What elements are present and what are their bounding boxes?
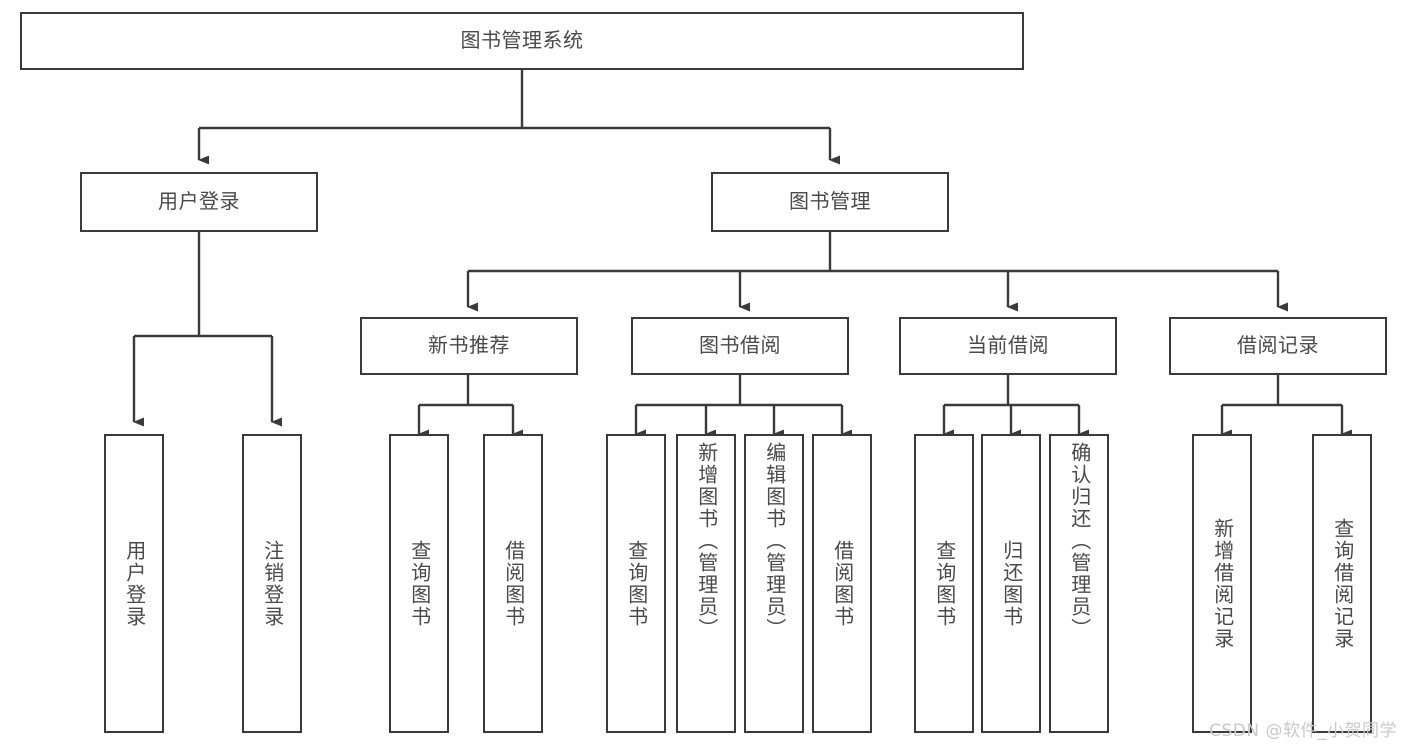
node-root-system[interactable]: 图书管理系统 [20, 12, 1024, 70]
node-user-login-label: 用户登录 [158, 189, 240, 214]
leaf-query-book-recommend[interactable]: 查询图书 [389, 434, 449, 733]
node-book-borrow-label: 图书借阅 [699, 333, 781, 358]
leaf-logout[interactable]: 注销登录 [242, 434, 302, 733]
leaf-borrow-book-recommend-label: 借阅图书 [501, 539, 526, 628]
leaf-query-book-borrow-label: 查询图书 [624, 539, 649, 628]
leaf-borrow-book-recommend[interactable]: 借阅图书 [483, 434, 543, 733]
node-borrow-record-label: 借阅记录 [1237, 333, 1319, 358]
leaf-borrow-book[interactable]: 借阅图书 [812, 434, 872, 733]
node-book-management-label: 图书管理 [789, 189, 871, 214]
node-book-borrow[interactable]: 图书借阅 [631, 317, 849, 375]
node-new-book-recommend[interactable]: 新书推荐 [360, 317, 578, 375]
node-user-login[interactable]: 用户登录 [80, 172, 318, 232]
leaf-user-login-label: 用户登录 [122, 539, 147, 628]
leaf-confirm-return-admin-label: 确认归还（管理员） [1067, 442, 1092, 640]
leaf-query-book-current-label: 查询图书 [932, 539, 957, 628]
leaf-edit-book-admin[interactable]: 编辑图书（管理员） [744, 434, 804, 733]
connectors [132, 70, 1352, 439]
node-current-borrow[interactable]: 当前借阅 [899, 317, 1117, 375]
leaf-query-book-borrow[interactable]: 查询图书 [606, 434, 666, 733]
leaf-add-borrow-record-label: 新增借阅记录 [1210, 517, 1235, 650]
node-borrow-record[interactable]: 借阅记录 [1169, 317, 1387, 375]
leaf-return-book-label: 归还图书 [999, 539, 1024, 628]
leaf-user-login[interactable]: 用户登录 [104, 434, 164, 733]
leaf-edit-book-admin-label: 编辑图书（管理员） [762, 442, 787, 640]
leaf-query-book-recommend-label: 查询图书 [407, 539, 432, 628]
leaf-confirm-return-admin[interactable]: 确认归还（管理员） [1049, 434, 1109, 733]
leaf-return-book[interactable]: 归还图书 [981, 434, 1041, 733]
leaf-borrow-book-label: 借阅图书 [830, 539, 855, 628]
node-root-system-label: 图书管理系统 [460, 28, 584, 53]
node-book-management[interactable]: 图书管理 [711, 172, 949, 232]
leaf-query-book-current[interactable]: 查询图书 [914, 434, 974, 733]
leaf-add-book-admin-label: 新增图书（管理员） [694, 442, 719, 640]
leaf-logout-label: 注销登录 [260, 539, 285, 628]
node-new-book-recommend-label: 新书推荐 [428, 333, 510, 358]
node-current-borrow-label: 当前借阅 [967, 333, 1049, 358]
leaf-add-book-admin[interactable]: 新增图书（管理员） [676, 434, 736, 733]
leaf-query-borrow-record[interactable]: 查询借阅记录 [1312, 434, 1372, 733]
leaf-add-borrow-record[interactable]: 新增借阅记录 [1192, 434, 1252, 733]
csdn-watermark: CSDN @软件_小贺同学 [1209, 721, 1397, 741]
leaf-query-borrow-record-label: 查询借阅记录 [1330, 517, 1355, 650]
